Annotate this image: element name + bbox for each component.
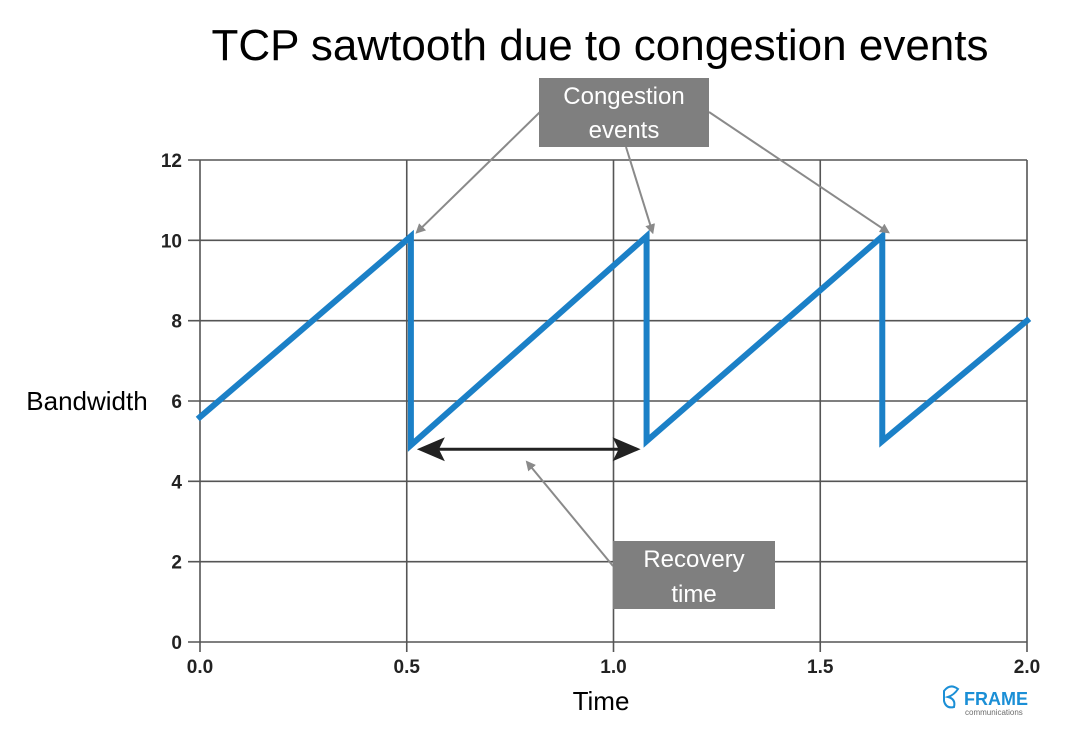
frame-logo-sub: communications — [965, 708, 1023, 717]
recovery-arrow-left-head — [416, 437, 445, 462]
chart-title: TCP sawtooth due to congestion events — [211, 21, 988, 70]
frame-logo-icon — [943, 685, 960, 709]
congestion-pointer — [625, 146, 655, 235]
x-tick-label: 1.0 — [600, 657, 626, 678]
congestion-pointer — [415, 111, 541, 234]
y-tick-label: 10 — [161, 231, 182, 252]
congestion-pointer — [708, 111, 890, 234]
y-tick-label: 0 — [171, 633, 182, 654]
recovery-time-callout: Recovery time — [613, 541, 775, 609]
series-line — [195, 229, 1032, 452]
series-group — [195, 229, 1032, 452]
y-tick-label: 6 — [171, 392, 182, 413]
x-tick-label: 1.5 — [807, 657, 834, 678]
recovery-time-arrow — [416, 437, 641, 462]
x-tick-label: 0.0 — [187, 657, 213, 678]
x-tick-labels: 0.0 0.5 1.0 1.5 2.0 — [187, 657, 1040, 678]
recovery-pointer-line — [525, 460, 614, 567]
y-tick-label: 8 — [171, 312, 182, 333]
congestion-callout-box — [539, 78, 709, 147]
recovery-arrow-right-head — [612, 437, 641, 462]
y-tick-label: 12 — [161, 151, 182, 172]
recovery-callout-line-1: Recovery — [643, 546, 744, 573]
frame-logo-name: FRAME — [964, 689, 1028, 709]
x-axis-label: Time — [573, 686, 630, 716]
congestion-events-callout: Congestion events — [539, 78, 709, 147]
congestion-callout-line-2: events — [589, 117, 660, 144]
y-axis-label: Bandwidth — [26, 386, 147, 416]
y-tick-label: 2 — [171, 553, 182, 574]
grid — [188, 159, 1028, 652]
recovery-callout-line-2: time — [671, 581, 716, 608]
congestion-pointers — [415, 111, 890, 235]
y-tick-label: 4 — [171, 472, 182, 493]
congestion-callout-line-1: Congestion — [563, 83, 684, 110]
recovery-callout-box — [613, 541, 775, 609]
x-tick-label: 2.0 — [1014, 657, 1040, 678]
frame-logo: FRAME communications — [943, 685, 1028, 717]
y-tick-labels: 0 2 4 6 8 10 12 — [161, 151, 183, 654]
x-tick-label: 0.5 — [394, 657, 421, 678]
recovery-pointer — [525, 460, 614, 567]
